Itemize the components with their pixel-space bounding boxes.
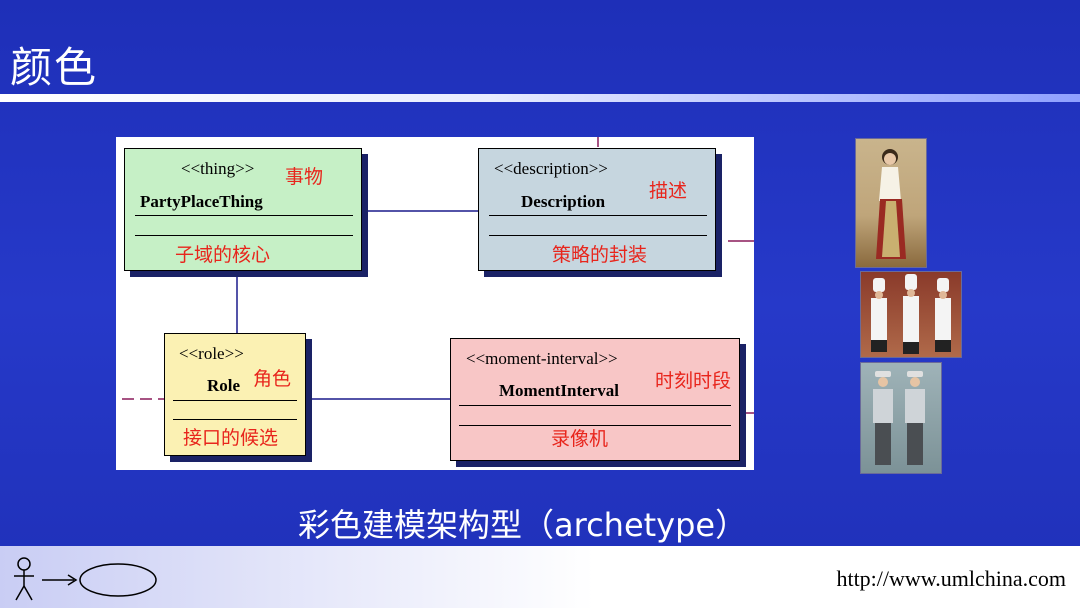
class-rule xyxy=(173,400,297,401)
archetype-label: 描述 xyxy=(649,180,688,202)
class-name: PartyPlaceThing xyxy=(140,192,263,211)
class-note: 子域的核心 xyxy=(175,244,271,266)
woman-in-uniform-photo xyxy=(855,138,927,268)
class-note: 策略的封装 xyxy=(552,244,648,266)
stereotype-label: <<role>> xyxy=(179,344,244,363)
stereotype-label: <<description>> xyxy=(494,159,608,178)
slide-caption: 彩色建模架构型（archetype） xyxy=(298,506,748,544)
class-rule xyxy=(459,425,731,426)
class-moment-interval: <<moment-interval>> 时刻时段 MomentInterval … xyxy=(450,338,740,461)
workers-in-uniform-photo xyxy=(860,362,942,474)
class-rule xyxy=(489,235,707,236)
uml-actor-usecase-icon xyxy=(14,557,157,601)
connector-lines xyxy=(122,137,754,414)
class-rule xyxy=(135,215,353,216)
archetype-label: 时刻时段 xyxy=(655,370,732,392)
stereotype-label: <<moment-interval>> xyxy=(466,349,618,368)
footer-bar: http://www.umlchina.com xyxy=(0,546,1080,608)
title-divider xyxy=(0,94,1080,102)
class-note: 接口的候选 xyxy=(183,427,279,449)
chefs-photo xyxy=(860,271,962,358)
stereotype-label: <<thing>> xyxy=(181,159,255,178)
class-role: <<role>> 角色 Role 接口的候选 xyxy=(164,333,306,456)
class-description: <<description>> 描述 Description 策略的封装 xyxy=(478,148,716,271)
class-diagram: <<thing>> 事物 PartyPlaceThing 子域的核心 <<des… xyxy=(116,137,754,470)
class-name: Role xyxy=(207,376,241,395)
archetype-label: 角色 xyxy=(253,368,292,390)
class-rule xyxy=(459,405,731,406)
class-name: Description xyxy=(521,192,606,211)
class-name: MomentInterval xyxy=(499,381,619,400)
archetype-label: 事物 xyxy=(285,166,324,188)
class-rule xyxy=(135,235,353,236)
slide-title: 颜色 xyxy=(10,43,99,92)
class-rule xyxy=(173,419,297,420)
class-note: 录像机 xyxy=(551,428,609,450)
class-party-place-thing: <<thing>> 事物 PartyPlaceThing 子域的核心 xyxy=(124,148,362,271)
class-rule xyxy=(489,215,707,216)
footer-url: http://www.umlchina.com xyxy=(836,566,1066,591)
